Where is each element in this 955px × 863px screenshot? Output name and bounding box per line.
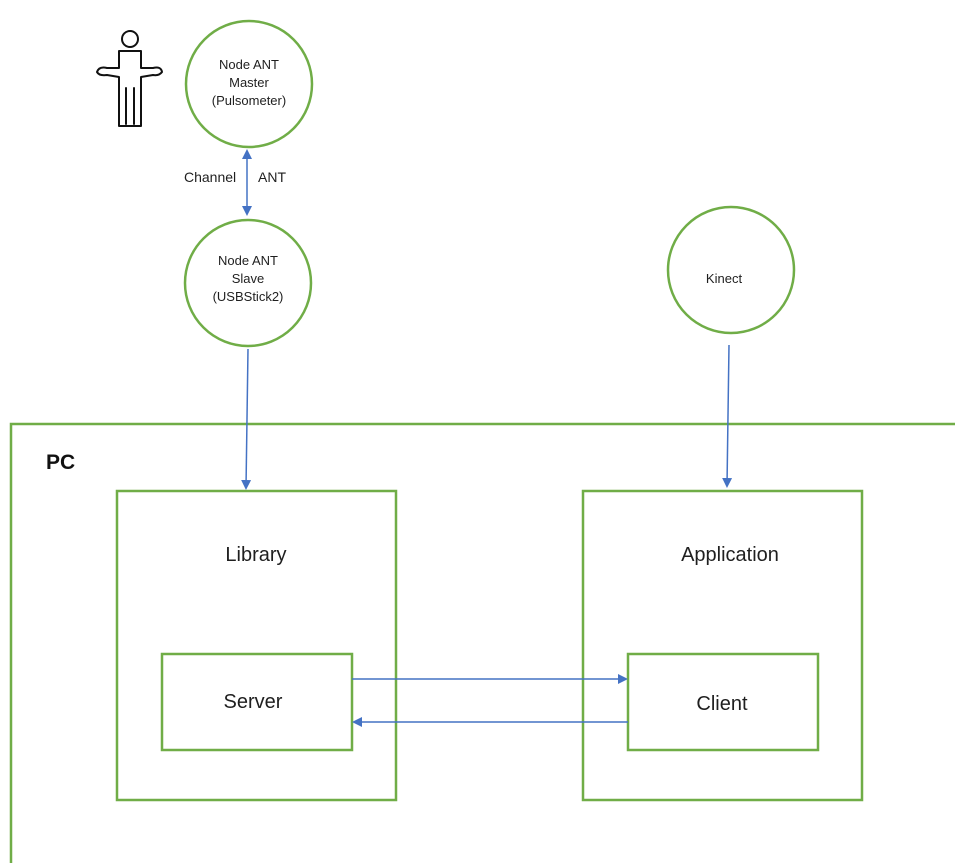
master-line-3: (Pulsometer) [212,93,286,108]
client-box: Client [626,652,820,752]
node-kinect: Kinect [666,205,796,335]
slave-line-1: Node ANT [218,253,278,268]
pc-label: PC [46,451,75,474]
node-ant-master: Node ANT Master (Pulsometer) [184,19,314,149]
client-label: Client [696,693,748,715]
person-shrug-icon [96,30,163,127]
application-box: Application [581,489,864,802]
slave-line-2: Slave [232,271,265,286]
application-label: Application [681,544,779,566]
node-ant-slave: Node ANT Slave (USBStick2) [183,218,313,348]
kinect-label: Kinect [706,271,743,286]
channel-label: Channel [184,169,236,185]
server-box: Server [160,652,354,752]
master-line-2: Master [229,75,269,90]
master-line-1: Node ANT [219,57,279,72]
library-label: Library [225,544,286,566]
pc-container: PC [9,422,955,863]
slave-line-3: (USBStick2) [213,289,284,304]
slave-to-library-arrow [241,348,252,490]
library-box: Library [115,489,398,802]
kinect-to-application-arrow [722,344,733,488]
server-label: Server [224,691,283,713]
ant-label: ANT [258,169,286,185]
